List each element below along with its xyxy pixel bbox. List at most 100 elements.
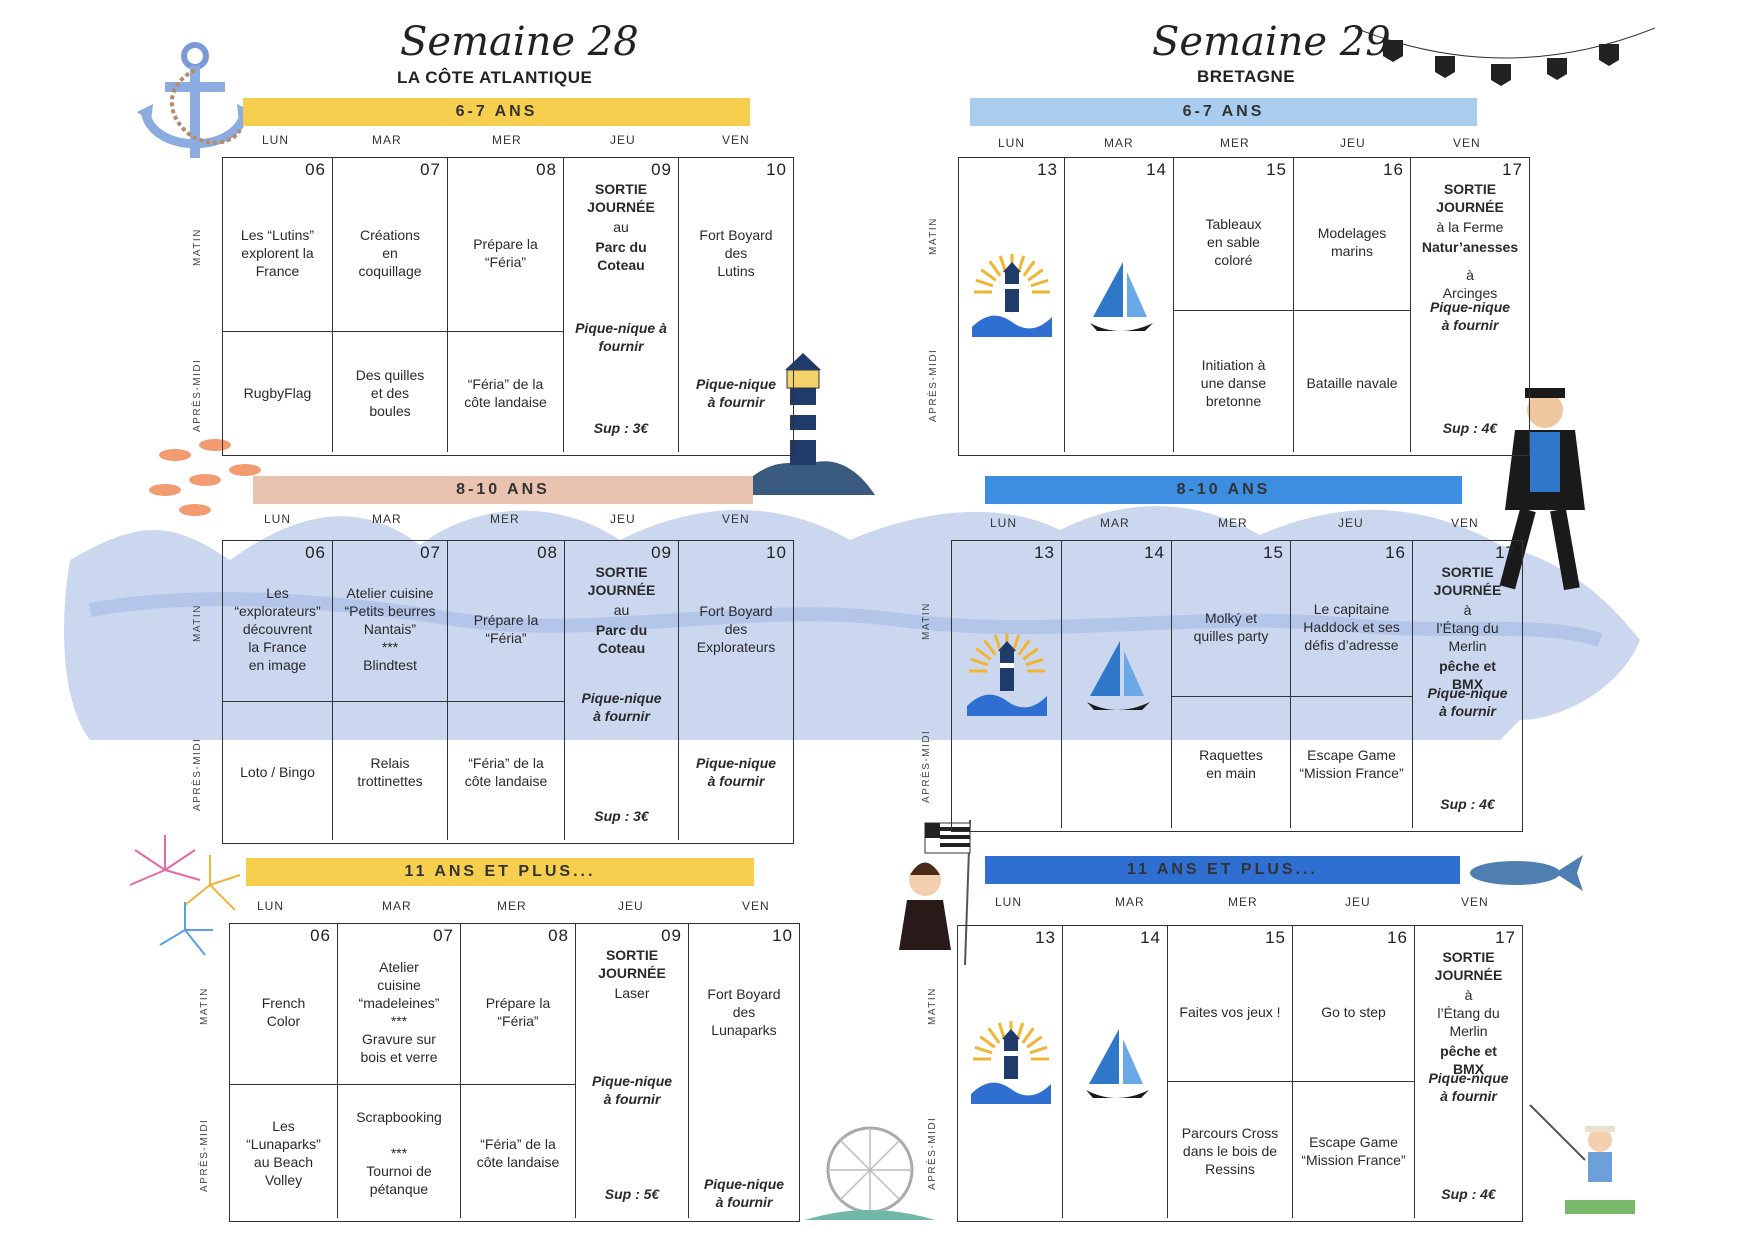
half-day-divider — [461, 1084, 576, 1085]
afternoon-activity: “Féria” de la côte landaise — [464, 376, 547, 410]
date-number: 06 — [305, 160, 326, 179]
fireworks-icon — [129, 835, 241, 956]
sailboat-icon — [1081, 1024, 1151, 1114]
date-number: 07 — [420, 160, 441, 179]
date-number: 16 — [1387, 928, 1408, 947]
right-week-title: Semaine 29 — [1152, 19, 1391, 65]
supplement-price: Sup : 4€ — [1440, 796, 1495, 812]
fisher-kid-icon — [1529, 1104, 1635, 1214]
right-day-label: VEN — [1451, 516, 1479, 530]
right-day-label: LUN — [995, 895, 1023, 909]
date-number: 09 — [661, 926, 682, 945]
fish-icon — [1470, 855, 1583, 891]
morning-activity: Les “explorateurs” découvrent la France … — [234, 585, 321, 673]
morning-activity: Créations en coquillage — [358, 226, 422, 279]
picnic-note: Pique-nique à fournir — [581, 690, 662, 724]
afternoon-activity: “Féria” de la côte landaise — [464, 755, 548, 789]
sortie-label: SORTIE JOURNÉE — [598, 947, 666, 981]
bunting-flags-icon — [1355, 27, 1655, 86]
ferris-wheel-icon — [805, 1126, 935, 1220]
lighthouse-icon — [967, 252, 1057, 347]
date-number: 17 — [1502, 160, 1523, 179]
date-number: 06 — [310, 926, 331, 945]
date-number: 10 — [766, 160, 787, 179]
right-week-subtitle: BRETAGNE — [1197, 67, 1296, 86]
morning-activity: Faites vos jeux ! — [1179, 1003, 1281, 1020]
afternoon-activity: Raquettes en main — [1199, 746, 1263, 781]
picnic-note: Pique-nique à fournir — [695, 376, 777, 410]
afternoon-activity: Scrapbooking *** Tournoi de pétanque — [356, 1108, 442, 1197]
apres-midi-label: APRÈS-MIDI — [927, 1116, 938, 1190]
left-day-label: MER — [497, 899, 527, 913]
sortie-label: SORTIE JOURNÉE — [587, 181, 655, 215]
right-day-cell: 13 — [958, 926, 1063, 1218]
apres-midi-label: APRÈS-MIDI — [921, 729, 932, 803]
right-band-2: 11 ANS ET PLUS... — [985, 856, 1460, 884]
fish-school-icon — [149, 439, 261, 516]
picnic-note: Pique-nique à fournir — [591, 1073, 673, 1107]
half-day-divider — [230, 1084, 338, 1085]
picnic-note: Pique-nique à fournir — [695, 755, 777, 789]
left-day-label: JEU — [618, 899, 644, 913]
sortie-label: SORTIE JOURNÉE — [1433, 564, 1502, 598]
afternoon-activity: Les “Lunaparks” au Beach Volley — [246, 1117, 321, 1188]
morning-activity: Prépare la “Féria” — [473, 235, 538, 270]
half-day-divider — [1174, 310, 1294, 311]
half-day-divider — [1168, 1081, 1293, 1082]
right-day-label: LUN — [990, 516, 1018, 530]
date-number: 16 — [1385, 543, 1406, 562]
left-day-label: JEU — [610, 512, 636, 526]
morning-activity: Fort Boyard des Lutins — [699, 226, 773, 279]
right-day-cell: 13 — [959, 158, 1065, 452]
right-day-label: VEN — [1453, 136, 1481, 150]
supplement-price: Sup : 4€ — [1442, 420, 1498, 436]
picnic-note: Pique-nique à fournir — [575, 320, 667, 354]
afternoon-activity: Parcours Cross dans le bois de Ressins — [1181, 1125, 1279, 1177]
morning-activity: Atelier cuisine “madeleines” *** Gravure… — [358, 959, 440, 1065]
left-day-label: VEN — [722, 133, 750, 147]
right-day-label: JEU — [1345, 895, 1371, 909]
right-day-label: MAR — [1115, 895, 1145, 909]
right-day-label: VEN — [1461, 895, 1489, 909]
half-day-divider — [223, 331, 333, 332]
date-number: 10 — [766, 543, 787, 562]
half-day-divider — [448, 331, 564, 332]
picnic-note: Pique-nique à fournir — [1428, 1070, 1509, 1104]
right-day-label: MER — [1218, 516, 1248, 530]
breton-girl-flag-icon — [899, 819, 971, 966]
half-day-divider — [448, 701, 565, 702]
morning-activity: Modelages marins — [1317, 225, 1387, 259]
right-day-cell: 14 — [1063, 926, 1168, 1218]
lighthouse-rock-icon — [735, 353, 875, 495]
half-day-divider — [333, 331, 448, 332]
sortie-place: Natur’anesses — [1421, 239, 1519, 255]
morning-activity: Atelier cuisine “Petits beurres Nantais”… — [344, 585, 436, 673]
left-week-subtitle: LA CÔTE ATLANTIQUE — [397, 68, 593, 87]
morning-activity: Le capitaine Haddock et ses défis d’adre… — [1303, 600, 1400, 653]
right-day-cell: 14 — [1065, 158, 1174, 452]
date-number: 14 — [1144, 543, 1165, 562]
sortie-location: à Arcinges — [1442, 267, 1498, 301]
sortie-place: Parc du Coteau — [595, 622, 648, 656]
afternoon-activity: “Féria” de la côte landaise — [476, 1135, 560, 1170]
date-number: 07 — [420, 543, 441, 562]
left-band-1: 8-10 ANS — [253, 476, 753, 504]
date-number: 15 — [1263, 543, 1284, 562]
date-number: 13 — [1034, 543, 1055, 562]
date-number: 13 — [1037, 160, 1058, 179]
